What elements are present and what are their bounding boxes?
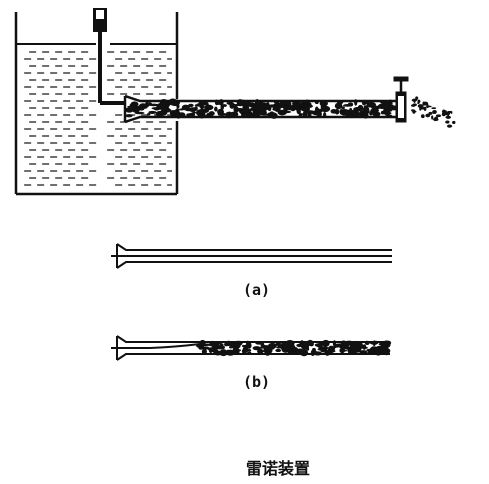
- outlet-valve: [393, 76, 409, 123]
- turbulent-dye-streak: [124, 98, 399, 119]
- tube-b-dye-streak: [196, 339, 392, 357]
- label-b: (b): [243, 373, 271, 391]
- figure-caption: 雷诺装置: [246, 459, 311, 478]
- tube-a-laminar: [111, 243, 392, 269]
- dye-injector: [93, 8, 126, 105]
- water-fill: [24, 51, 172, 186]
- outflow-spray: [411, 96, 456, 128]
- label-a: (a): [243, 281, 271, 299]
- water-tank: [14, 12, 179, 196]
